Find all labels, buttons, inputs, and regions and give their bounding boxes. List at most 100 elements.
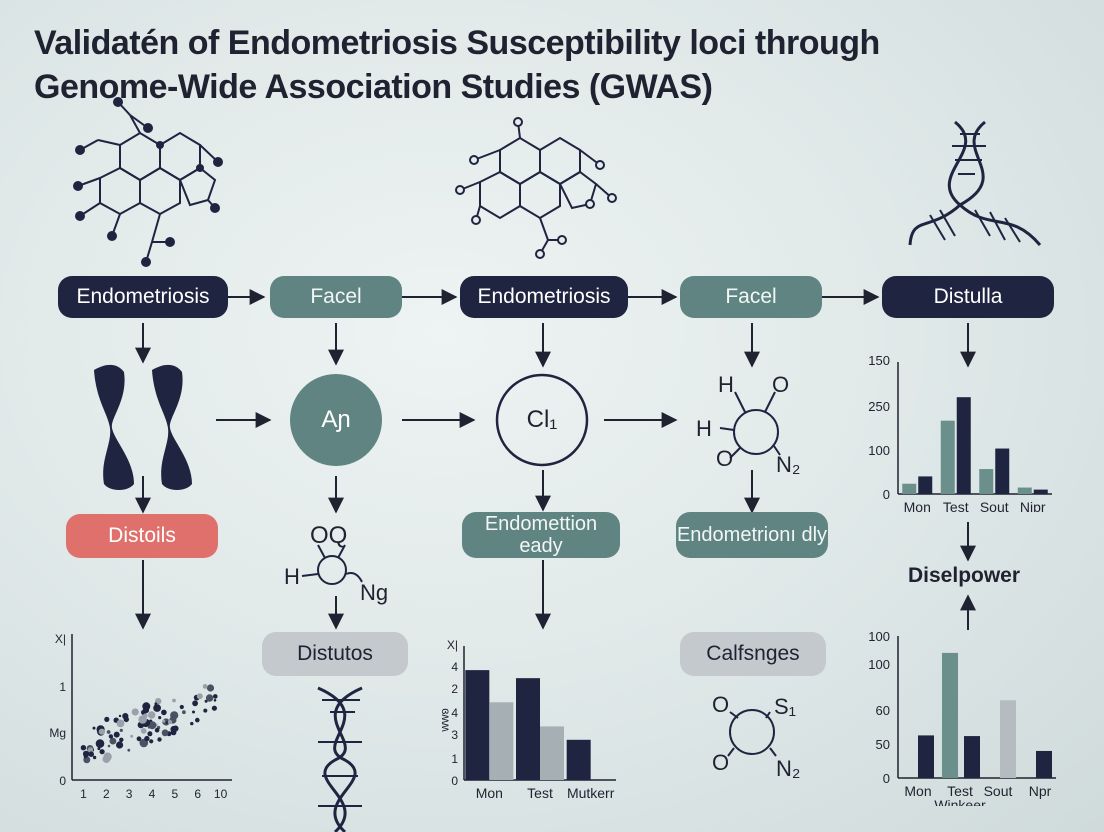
y-axis-label: ɞʍʍ: [439, 708, 453, 732]
scatter-point: [131, 708, 139, 716]
node-calfsnges: Calfsnges: [680, 632, 826, 676]
scatter-point: [144, 735, 150, 742]
node-endometrion-dly: Endometrionı dly: [676, 512, 828, 558]
x-tick-label: Mon: [904, 499, 931, 512]
scatter-point: [203, 708, 208, 713]
bar: [465, 670, 490, 780]
bar: [995, 448, 1010, 494]
scatter-point: [206, 684, 215, 692]
y-tick-label: 1: [451, 752, 458, 766]
scatter-point: [108, 734, 114, 739]
node-distoils: Distoils: [66, 514, 218, 558]
scatter-point: [113, 731, 120, 738]
x-tick-label: 1: [80, 787, 87, 801]
circle-a-label: Aɲ: [321, 406, 351, 433]
x-tick-label: 5: [172, 787, 179, 801]
x-tick-label: 3: [126, 787, 133, 801]
bar: [964, 736, 980, 778]
flow-distulla: Distulla: [882, 276, 1054, 318]
y-tick-label: 0: [883, 771, 890, 786]
scatter-point: [179, 704, 184, 710]
mol3-o-top: O: [712, 692, 730, 717]
y-tick-label: 2: [451, 682, 458, 696]
scatter-point: [157, 737, 162, 742]
x-tick-label: Test: [943, 499, 969, 512]
x-axis-label: Winkeer: [934, 797, 986, 806]
scatter-point: [92, 755, 97, 760]
y-tick-label: 0: [451, 774, 458, 788]
scatter-point: [182, 710, 186, 715]
scatter-point: [119, 728, 123, 732]
circle-c-node: [495, 373, 589, 467]
flow-facel-2: Facel: [680, 276, 822, 318]
bar: [540, 726, 564, 780]
molecule-3-ring: [727, 709, 777, 757]
y-tick-label: X|: [55, 632, 66, 646]
bar: [918, 735, 934, 778]
y-tick-label: 60: [876, 703, 890, 718]
y-tick-label: 100: [868, 443, 890, 458]
mol1-h-left: H: [696, 416, 712, 441]
scatter-point: [195, 717, 200, 723]
scatter-point: [119, 737, 124, 742]
flow-arrows: [135, 289, 976, 630]
bar: [1036, 750, 1052, 778]
scatter-point: [88, 751, 94, 757]
bar: [566, 739, 591, 780]
y-tick-label: 1: [59, 680, 66, 694]
bar: [979, 469, 994, 494]
scatter-point: [136, 736, 142, 742]
y-tick-label: 4: [451, 660, 458, 674]
scatter-point: [123, 716, 129, 723]
bar: [942, 652, 958, 778]
x-tick-label: Test: [527, 785, 553, 800]
bar: [940, 420, 955, 494]
scatter-point: [138, 715, 147, 724]
scatter-point: [204, 699, 208, 703]
scatter-point: [205, 694, 214, 702]
mol1-o-top: O: [772, 372, 790, 397]
scatter-point: [148, 721, 157, 730]
scatter-point: [167, 719, 173, 725]
node-distutos: Distutos: [262, 632, 408, 676]
node-diselpower: Diselpower: [908, 564, 1021, 587]
scatter-point: [154, 727, 160, 733]
molecule-1-ring: [719, 391, 781, 459]
scatter-point: [202, 684, 208, 689]
scatter-point: [147, 731, 153, 737]
bar: [489, 702, 514, 780]
scatter-point: [158, 716, 162, 720]
scatter-point: [190, 721, 194, 726]
scatter-point: [92, 726, 96, 730]
flow-endometriosis-2: Endometriosis: [460, 276, 628, 318]
scatter-point: [148, 711, 156, 719]
x-tick-label: Npr: [1029, 783, 1052, 799]
scatter-point: [98, 728, 105, 735]
circle-a-node: [290, 374, 382, 466]
molecule-2-ring: [301, 544, 363, 585]
scatter-point: [104, 716, 110, 722]
bar: [516, 678, 540, 780]
y-tick-label: X|: [447, 638, 458, 652]
mol1-n2: N₂: [776, 452, 801, 477]
scatter-point: [130, 734, 134, 738]
mol1-h-top: H: [718, 372, 734, 397]
mol2-n: Nɡ: [360, 580, 389, 605]
x-tick-label: 6: [194, 787, 201, 801]
mol2-oq: OQ: [310, 522, 348, 549]
y-tick-label: 0: [59, 774, 66, 788]
molecule-center-atoms: [455, 117, 617, 259]
scatter-point: [149, 739, 154, 744]
chromosome-icon: [94, 364, 192, 490]
scatter-point: [154, 702, 158, 706]
scatter-point: [213, 699, 217, 702]
dna-top-icon: [908, 120, 1042, 246]
scatter-point: [80, 745, 87, 751]
scatter-point: [161, 709, 167, 716]
scatter-point: [109, 737, 117, 745]
y-tick-label: 150: [868, 353, 890, 368]
bar: [956, 397, 971, 494]
